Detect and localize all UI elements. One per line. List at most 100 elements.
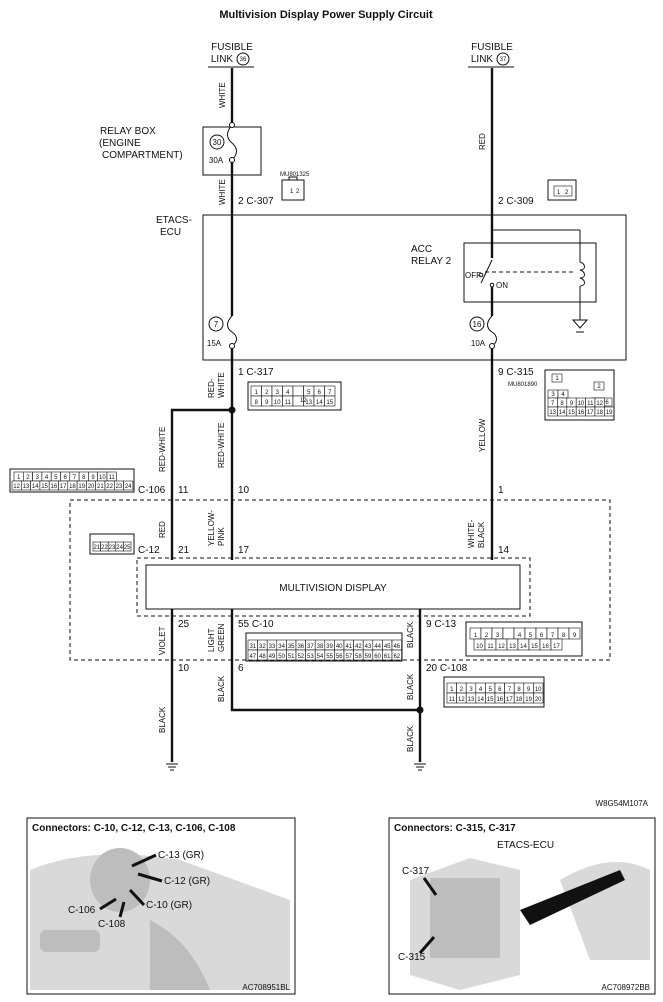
acc-relay-label: ACC — [411, 244, 432, 255]
ground-symbol-left — [166, 763, 178, 771]
c309-cell-2: 2 — [565, 190, 569, 196]
c13-pin-cell — [502, 627, 515, 640]
c317-pin-label: 14 — [316, 400, 323, 406]
wire-label-red: RED — [478, 133, 487, 150]
c10-pin-label: 47 — [249, 654, 256, 660]
c315-pin-label: 10 — [578, 401, 585, 407]
c10-pin-cell — [391, 649, 402, 661]
c10-pin-label: 31 — [249, 644, 256, 650]
c12-pin-label: 22 — [101, 545, 108, 551]
relay-box-label-2: (ENGINE — [99, 138, 141, 149]
c10-pin-label: 35 — [288, 644, 295, 650]
callout-c10: C-10 (GR) — [146, 900, 192, 911]
etacs-ecu-box — [202, 214, 627, 361]
c13-pin-label: 13 — [509, 644, 516, 650]
c10-pin-label: 49 — [269, 654, 276, 660]
wire-label-white-black: WHITE- — [467, 519, 476, 548]
c106-pin-label: 22 — [106, 484, 113, 490]
c315-pin-label: 7 — [551, 401, 555, 407]
c13-pin-label: 9 — [573, 633, 577, 639]
pin-c13: 9 C-13 — [426, 619, 456, 630]
multivision-display — [145, 564, 521, 610]
pin-c106: C-106 — [138, 485, 166, 496]
relay-off-label: OFF — [465, 271, 481, 280]
fuse-16-number: 16 — [473, 320, 482, 329]
c10-pin-label: 33 — [269, 644, 276, 650]
wire-label-red-white-split-2: WHITE — [217, 372, 226, 398]
c317-pin-cell — [292, 385, 304, 397]
c106-pin-label: 9 — [91, 475, 95, 481]
c106-pin-label: 16 — [51, 484, 58, 490]
c317-pin-label: 13 — [305, 400, 312, 406]
pin-1: 1 — [498, 485, 504, 496]
pin-21: 21 — [178, 545, 190, 556]
c315-pin-label: 13 — [549, 410, 556, 416]
c106-pin-label: 10 — [99, 475, 106, 481]
fuse-7-number: 7 — [214, 320, 219, 329]
connector-c12 — [89, 533, 135, 555]
c10-pin-label: 48 — [259, 654, 266, 660]
c108-pin-label: 10 — [535, 687, 542, 693]
c13-pin-label: 10 — [476, 644, 483, 650]
c108-pin-label: 1 — [450, 687, 454, 693]
c108-pin-label: 13 — [468, 697, 475, 703]
c106-pin-label: 19 — [78, 484, 85, 490]
c317-pin-label: 9 — [265, 400, 269, 406]
fuse-30-number: 30 — [213, 138, 222, 147]
c13-pin-label: 1 — [474, 633, 478, 639]
c315-pin-label: 2 — [597, 384, 601, 390]
c13-pin-label: 6 — [540, 633, 544, 639]
c106-pin-label: 6 — [63, 475, 67, 481]
c106-pin-cell — [123, 480, 134, 491]
fuse-16-symbol — [487, 315, 497, 347]
c13-pin-label: 4 — [518, 633, 522, 639]
c315-pin-label: 9 — [570, 401, 574, 407]
c10-pin-label: 36 — [297, 644, 304, 650]
c12-pin-label: 23 — [109, 545, 116, 551]
wire-label-red-white-main: RED-WHITE — [217, 423, 226, 468]
c106-pin-label: 14 — [32, 484, 39, 490]
c317-pin-label: 5 — [307, 390, 311, 396]
wire-label-black-left: BLACK — [158, 706, 167, 733]
wire-label-yellow: YELLOW — [478, 418, 487, 452]
c108-pin-cell — [533, 692, 544, 704]
c317-pin-label: 11 — [285, 400, 292, 406]
c108-pin-label: 6 — [498, 687, 502, 693]
c10-pin-label: 61 — [384, 654, 391, 660]
acc-relay-box — [463, 242, 597, 303]
c307-cell-1: 1 — [290, 189, 294, 195]
fusible-link-36-label-2: LINK — [211, 54, 234, 65]
pin-c108: 20 C-108 — [426, 663, 468, 674]
fusible-link-37-label: FUSIBLE — [471, 42, 513, 53]
wire-label-black-mid: BLACK — [217, 675, 226, 702]
wire-label-white-top: WHITE — [218, 82, 227, 108]
c106-pin-label: 12 — [13, 484, 20, 490]
c106-pin-label: 11 — [109, 475, 116, 481]
wire-label-black-right-1: BLACK — [406, 621, 415, 648]
c10-pin-label: 52 — [297, 654, 304, 660]
c315-pin-label: 15 — [568, 410, 575, 416]
wire-label-violet: VIOLET — [158, 626, 167, 655]
c315-pin-label: 12 — [596, 401, 603, 407]
c106-pin-label: 24 — [125, 484, 132, 490]
c315-pin-label: 16 — [578, 410, 585, 416]
c317-pin-cell — [324, 395, 336, 407]
wire-label-red-white-split: RED- — [207, 378, 216, 398]
ground-symbol-right — [414, 763, 426, 771]
fuse-30-symbol — [227, 124, 237, 161]
fusible-link-37-circle — [496, 52, 510, 66]
c10-pin-label: 62 — [393, 654, 400, 660]
c315-pin-label: 6 — [605, 400, 609, 406]
relay-on-label: ON — [496, 281, 508, 290]
fuse-30-terminal-top — [229, 122, 235, 128]
pin-25: 25 — [178, 619, 190, 630]
c10-pin-label: 50 — [278, 654, 285, 660]
c106-pin-label: 2 — [26, 475, 30, 481]
pin-10: 10 — [238, 485, 250, 496]
c106-pin-label: 4 — [45, 475, 49, 481]
c13-pin-cell — [550, 638, 563, 651]
